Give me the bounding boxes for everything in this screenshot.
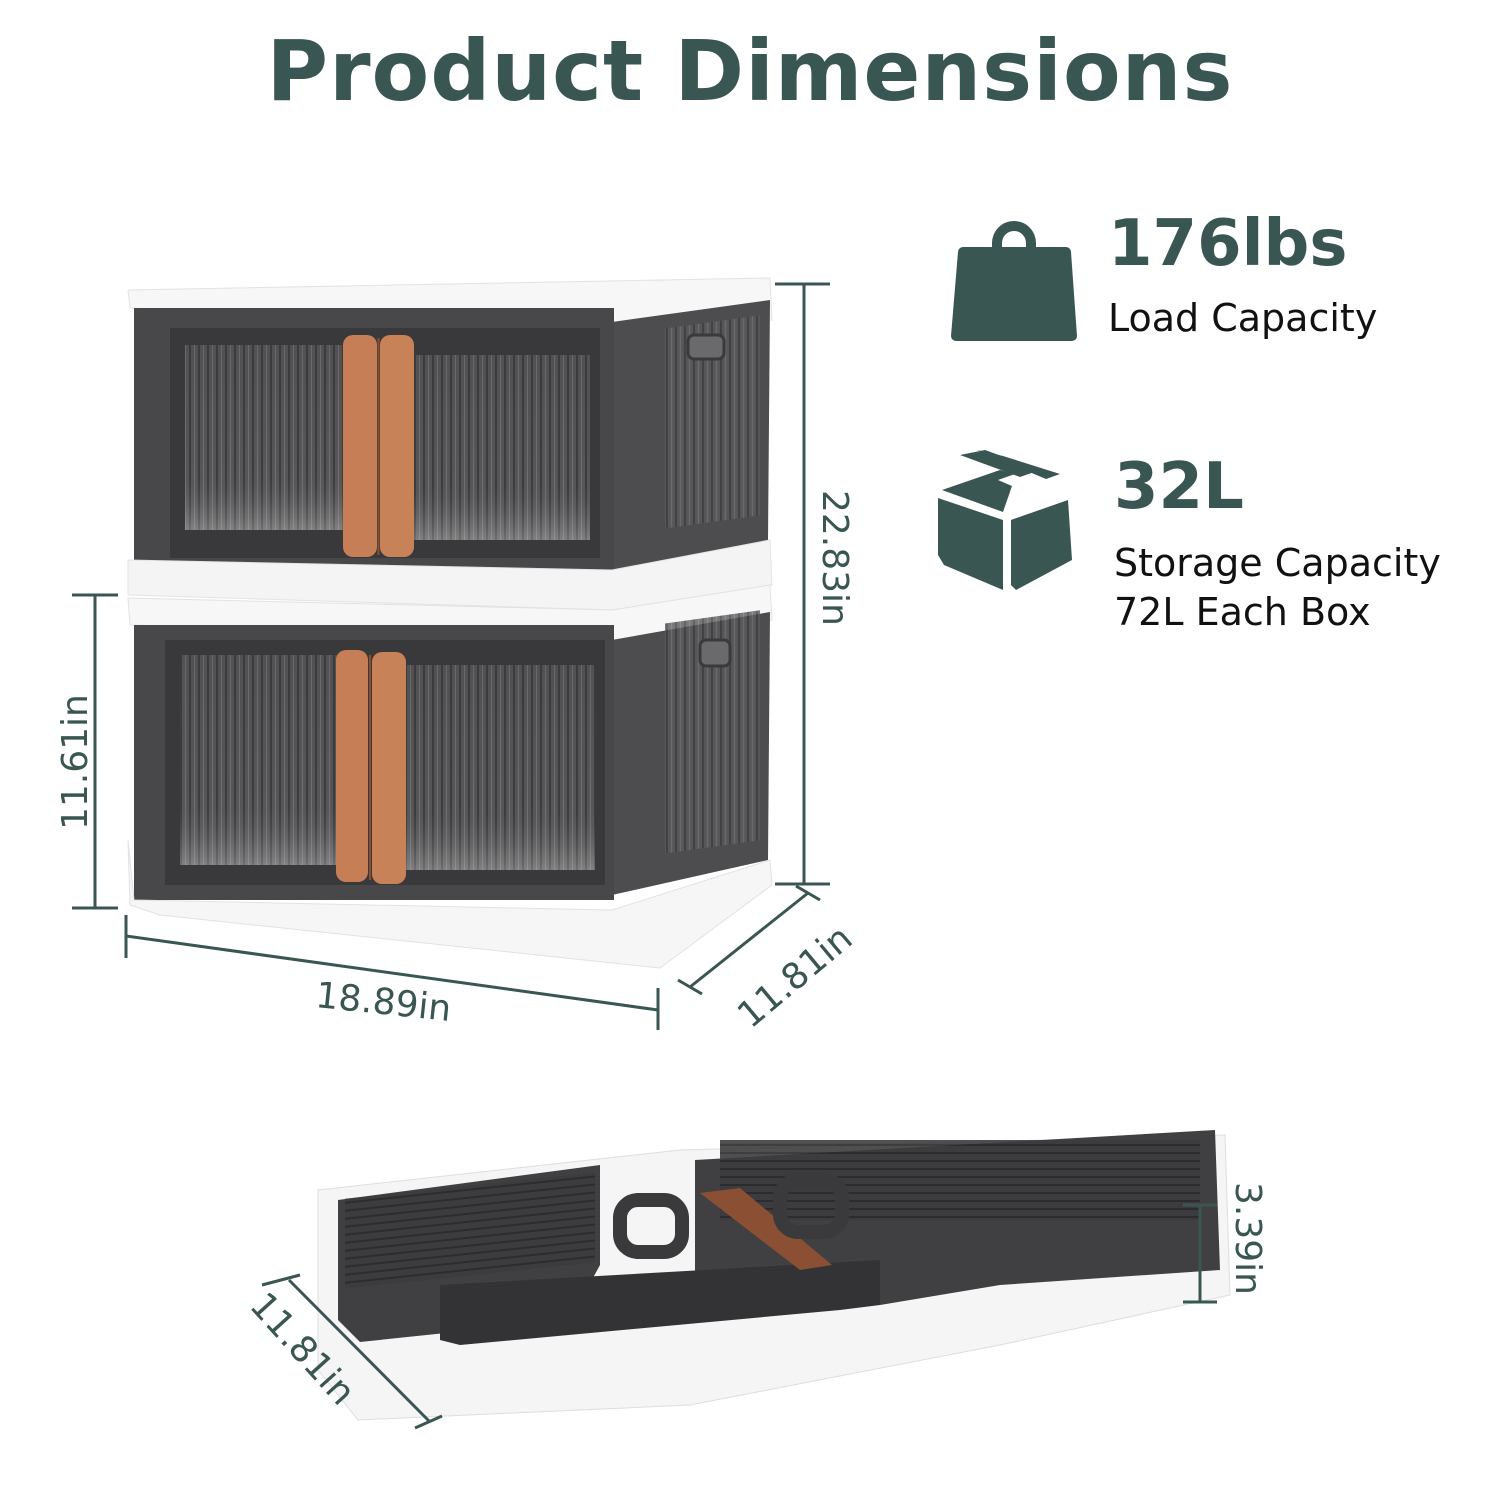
stacked-height-label: 22.83in <box>814 490 855 626</box>
single-height-label: 11.61in <box>55 694 96 830</box>
storage-capacity-value: 32L <box>1114 450 1244 524</box>
load-capacity-label: Load Capacity <box>1108 296 1378 340</box>
load-capacity-spec: 176lbs Load Capacity <box>1108 212 1377 343</box>
storage-capacity-label: Storage Capacity <box>1114 541 1441 585</box>
storage-capacity-spec: 32L Storage Capacity 72L Each Box <box>1114 455 1441 638</box>
folded-box <box>317 1130 1231 1421</box>
lower-box <box>127 584 773 969</box>
box-icon <box>938 450 1072 590</box>
load-capacity-value: 176lbs <box>1108 207 1348 281</box>
upper-box <box>127 277 773 611</box>
weight-icon <box>951 221 1077 341</box>
folded-height-label: 3.39in <box>1227 1182 1268 1295</box>
dimension-lines <box>72 282 1217 1430</box>
page-title: Product Dimensions <box>266 22 1234 120</box>
each-box-capacity-label: 72L Each Box <box>1114 590 1371 635</box>
